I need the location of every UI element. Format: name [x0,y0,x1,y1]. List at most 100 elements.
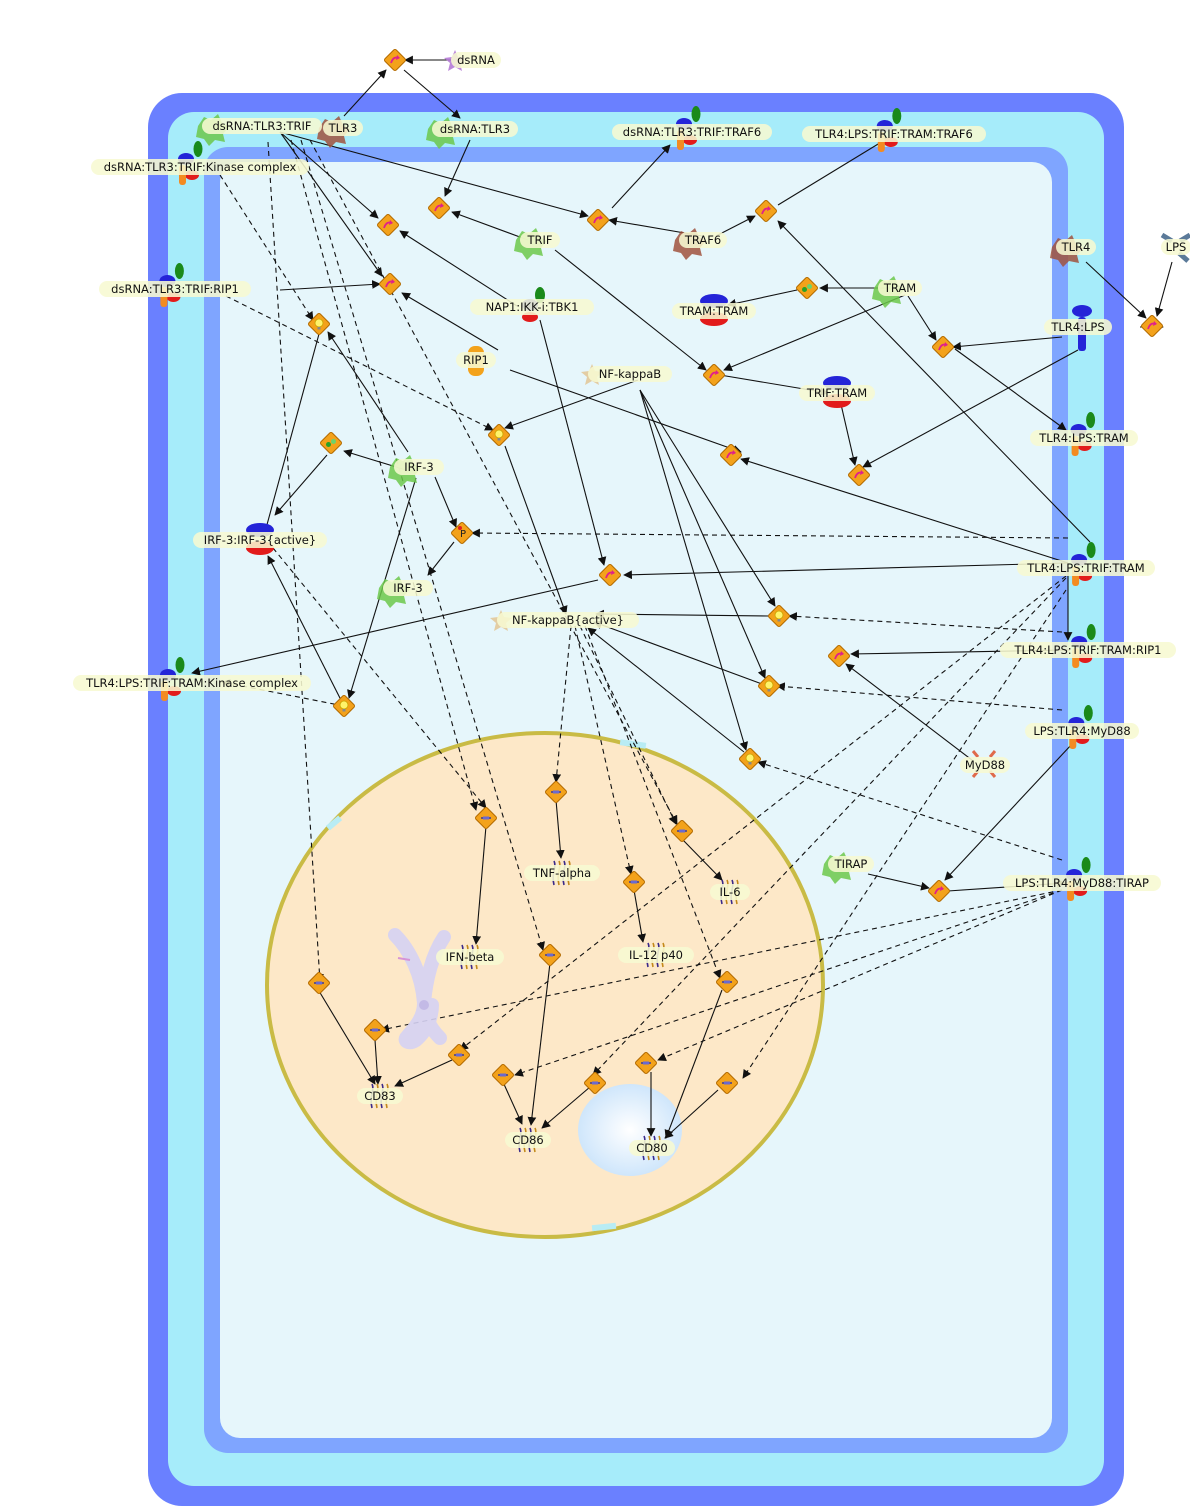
transcription-icon[interactable] [448,1044,471,1067]
transcription-icon[interactable] [475,807,498,830]
node-il6[interactable]: IL-6 [710,884,750,900]
node-label-bg [436,949,504,965]
node-tram-tram[interactable]: TRAM:TRAM [672,303,756,319]
node-label-bg [202,118,322,134]
node-label-bg [357,1088,403,1104]
process-diamond-icon[interactable] [377,214,400,237]
node-label: LPS [1166,240,1187,254]
transcription-icon[interactable] [584,1072,607,1095]
node-myd88[interactable]: MyD88 [960,757,1010,773]
node-tlr4-lps-trif-tram[interactable]: TLR4:LPS:TRIF:TRAM [1017,560,1155,576]
process-diamond-icon[interactable] [755,200,778,223]
node-irf3[interactable]: IRF-3 [394,459,444,475]
node-tlr4-lps-trif-tram-traf6[interactable]: TLR4:LPS:TRIF:TRAM:TRAF6 [802,126,986,142]
node-dsrna-tlr3[interactable]: dsRNA:TLR3 [432,121,518,137]
reaction-edge [639,389,748,751]
transcription-icon[interactable] [623,871,646,894]
transcription-icon[interactable] [539,944,562,967]
binding-icon[interactable] [320,432,343,455]
catalysis-bulb-icon[interactable] [488,424,511,447]
node-cd80[interactable]: CD80 [629,1140,675,1156]
reaction-edge [279,131,383,277]
process-diamond-icon[interactable] [379,273,402,296]
catalysis-bulb-icon[interactable] [739,748,762,771]
regulation-edge [657,889,1063,1061]
node-label: TRIF:TRAM [806,386,867,400]
node-nf-kappab-active[interactable]: NF-kappaB{active} [497,612,639,628]
node-label-bg [679,232,727,248]
process-diamond-icon[interactable] [1141,315,1164,338]
node-tlr4-lps[interactable]: TLR4:LPS [1044,319,1112,335]
transcription-icon[interactable] [545,781,568,804]
myd-glyph-icon [971,750,997,778]
transcription-icon[interactable] [364,1019,387,1042]
process-diamond-icon[interactable] [428,197,451,220]
reaction-edge [907,295,937,341]
node-rip1[interactable]: RIP1 [456,352,496,368]
node-tirap[interactable]: TIRAP [828,856,874,872]
process-diamond-icon[interactable] [703,364,726,387]
process-diamond-icon[interactable] [828,645,851,668]
phosphorylation-icon[interactable]: P [451,522,474,545]
reaction-edge [740,457,1069,564]
reaction-edge [502,1081,523,1125]
node-label: dsRNA:TLR3:TRIF:RIP1 [111,282,239,296]
node-tnf-alpha[interactable]: TNF-alpha [524,865,600,881]
reaction-edge [777,137,889,206]
node-dsrna-tlr3-trif-rip1[interactable]: dsRNA:TLR3:TRIF:RIP1 [99,281,251,297]
binding-icon[interactable] [796,277,819,300]
reaction-edge [267,555,345,707]
transcription-icon[interactable] [716,971,739,994]
reaction-edge [279,280,381,291]
process-diamond-icon[interactable] [599,564,622,587]
process-diamond-icon[interactable] [720,444,743,467]
node-lps[interactable]: LPS [1161,239,1190,255]
node-irf3-irf3-active[interactable]: IRF-3:IRF-3{active} [193,532,327,548]
catalysis-bulb-icon[interactable] [308,313,331,336]
node-ifn-beta[interactable]: IFN-beta [436,949,504,965]
process-diamond-icon[interactable] [928,880,951,903]
process-diamond-icon[interactable] [848,464,871,487]
node-trif[interactable]: TRIF [520,232,560,248]
transcription-icon[interactable] [492,1064,515,1087]
transcription-icon[interactable] [671,820,694,843]
node-tlr4[interactable]: TLR4 [1056,239,1096,255]
node-label: LPS:TLR4:MyD88 [1033,724,1130,738]
node-irf3-b[interactable]: IRF-3 [383,580,433,596]
node-dsrna-tlr3-trif[interactable]: dsRNA:TLR3:TRIF [202,118,322,134]
catalysis-bulb-icon[interactable] [333,695,356,718]
node-tlr4-lps-trif-tram-rip1[interactable]: TLR4:LPS:TRIF:TRAM:RIP1 [1000,642,1176,658]
node-dsrna[interactable]: dsRNA [451,52,501,68]
reaction-edge [727,289,798,308]
node-dsrna-tlr3-trif-traf6[interactable]: dsRNA:TLR3:TRIF:TRAF6 [612,124,772,140]
regulation-edge [788,612,1063,633]
node-cd83[interactable]: CD83 [357,1088,403,1104]
process-diamond-icon[interactable] [384,49,407,72]
catalysis-bulb-icon[interactable] [768,605,791,628]
reaction-edge [427,541,455,576]
node-lps-tlr4-myd88[interactable]: LPS:TLR4:MyD88 [1025,723,1139,739]
node-tlr4-lps-tram[interactable]: TLR4:LPS:TRAM [1030,430,1138,446]
node-cd86[interactable]: CD86 [505,1132,551,1148]
reaction-edge [472,825,487,945]
process-diamond-icon[interactable] [587,209,610,232]
node-label: TNF-alpha [532,866,591,880]
node-il12-p40[interactable]: IL-12 p40 [618,947,694,963]
node-label: NAP1:IKK-i:TBK1 [486,300,579,314]
node-lps-tlr4-myd88-tirap[interactable]: LPS:TLR4:MyD88:TIRAP [1003,875,1161,891]
node-trif-tram[interactable]: TRIF:TRAM [799,385,875,401]
node-dsrna-tlr3-trif-kinase[interactable]: dsRNA:TLR3:TRIF:Kinase complex [91,159,309,175]
node-nap1-ikk-tbk1[interactable]: NAP1:IKK-i:TBK1 [470,299,594,315]
node-traf6[interactable]: TRAF6 [679,232,727,248]
node-nf-kappab[interactable]: NF-kappaB [588,366,672,382]
node-label-bg [456,352,496,368]
node-label-bg [629,1140,675,1156]
transcription-icon[interactable] [716,1072,739,1095]
transcription-icon[interactable] [308,972,331,995]
catalysis-bulb-icon[interactable] [758,675,781,698]
process-diamond-icon[interactable] [932,336,955,359]
node-tlr4-lps-trif-tram-kinase[interactable]: TLR4:LPS:TRIF:TRAM:Kinase complex [73,675,311,691]
transcription-icon[interactable] [635,1052,658,1075]
node-tlr3[interactable]: TLR3 [323,120,363,136]
node-tram[interactable]: TRAM [878,280,922,296]
